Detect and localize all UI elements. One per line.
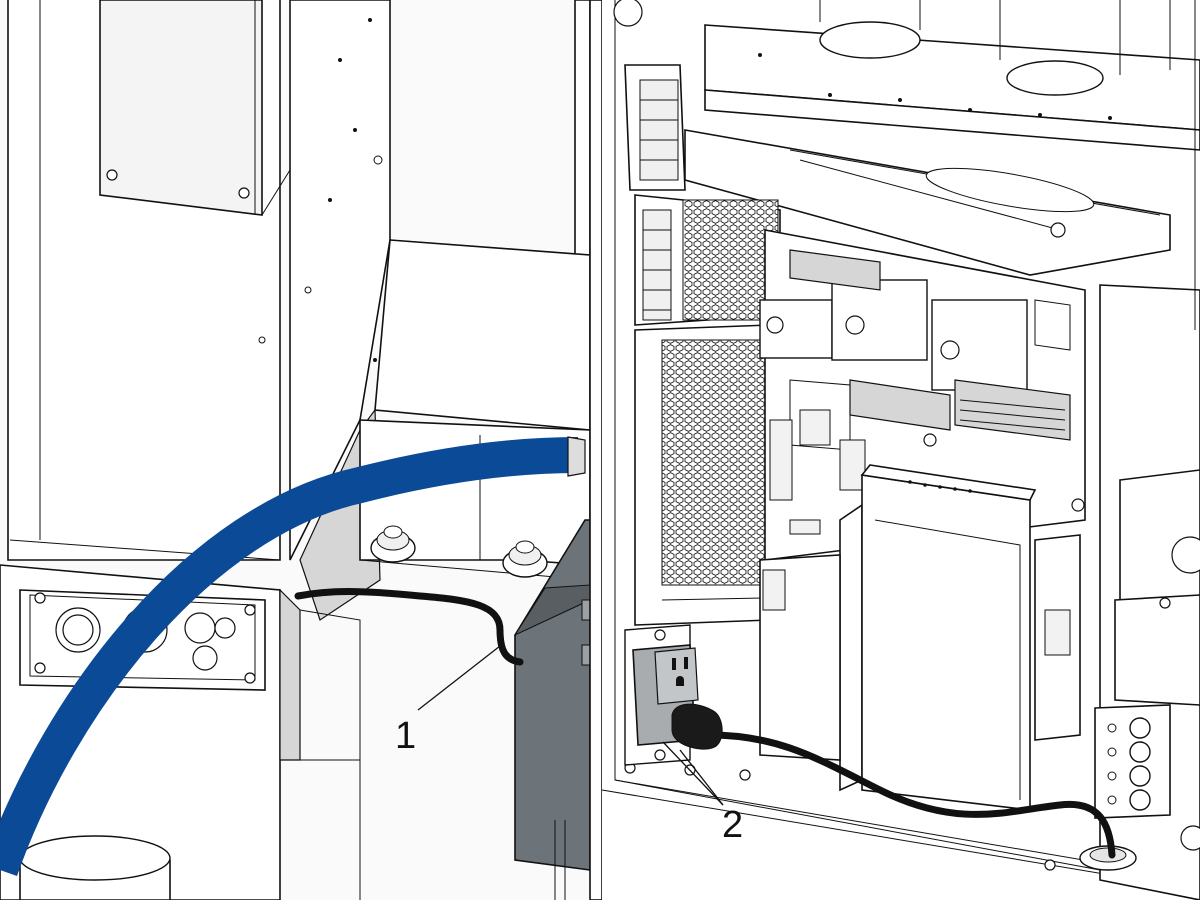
terminal-screws bbox=[1107, 717, 1151, 811]
terminal-strip-top bbox=[624, 64, 686, 191]
cabinet-floor bbox=[614, 762, 1137, 871]
blue-hose bbox=[0, 436, 586, 876]
cabinet-divider bbox=[589, 0, 603, 900]
callout-2-label: 2 bbox=[722, 804, 743, 846]
cable-2 bbox=[671, 703, 1116, 859]
lower-board bbox=[759, 534, 1081, 761]
hex-bolts bbox=[370, 525, 548, 578]
filter-module bbox=[839, 464, 1037, 811]
callout-1-label: 1 bbox=[395, 715, 416, 757]
callout-1: 1 bbox=[395, 645, 501, 757]
hose-body bbox=[0, 437, 579, 876]
power-supply-upper bbox=[634, 194, 781, 326]
circuit-board bbox=[759, 229, 1086, 561]
right-side-components bbox=[1094, 0, 1200, 900]
hose-fitting bbox=[567, 436, 586, 477]
fan-assembly bbox=[704, 0, 1200, 151]
fan-rivets bbox=[758, 53, 1112, 120]
cable-1 bbox=[294, 588, 524, 666]
right-cabinet bbox=[601, 0, 1200, 900]
power-supply-lower bbox=[634, 324, 771, 626]
callout-2: 2 bbox=[662, 741, 743, 846]
callout-2-leader-b bbox=[679, 749, 724, 806]
callout-2-leader-a bbox=[662, 741, 724, 806]
cord bbox=[706, 731, 1116, 859]
junction-box bbox=[513, 519, 591, 871]
plug bbox=[671, 703, 723, 750]
filter-vents bbox=[908, 480, 972, 493]
callout-1-leader bbox=[417, 645, 501, 711]
